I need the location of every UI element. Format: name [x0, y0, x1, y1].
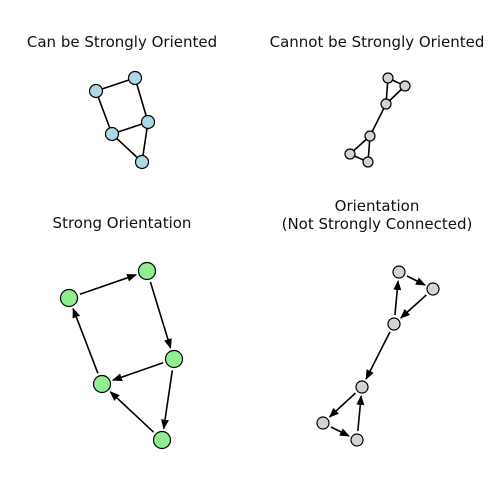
arc-p4-b2-b3 — [330, 426, 350, 437]
node-p1-c — [104, 126, 120, 142]
graph-p3 — [59, 261, 184, 450]
arc-p4-t3-b1 — [365, 331, 391, 380]
arc-p3-e-c — [109, 391, 155, 433]
node-p3-e — [152, 430, 172, 450]
node-p4-b3 — [350, 433, 364, 447]
node-p1-b — [127, 70, 143, 86]
arc-p3-d-c — [111, 362, 164, 382]
node-p3-b — [137, 261, 157, 281]
panel-title-not-strongly-orientable: Cannot be Strongly Oriented — [270, 33, 485, 51]
arc-p3-a-b — [79, 273, 138, 295]
graph-layer — [59, 70, 440, 450]
node-p1-d — [140, 114, 156, 130]
arc-p4-t1-t2 — [406, 275, 426, 286]
arc-p4-t2-t3 — [399, 294, 427, 319]
panel-subtitle-not-strongly-connected: (Not Strongly Connected) — [282, 215, 473, 233]
arc-p3-c-a — [72, 307, 99, 374]
edge-p1-b-d — [134, 77, 149, 123]
panel-title-orientation: Orientation — [335, 197, 420, 215]
node-p3-c — [92, 374, 112, 394]
node-p2-b2 — [344, 148, 356, 160]
node-p4-t2 — [426, 282, 440, 296]
arc-p4-t3-t1 — [393, 280, 402, 316]
edge-p2-t3-b1 — [369, 103, 387, 137]
arc-p4-b1-b2 — [328, 392, 356, 418]
node-p2-b1 — [364, 130, 376, 142]
node-p4-b1 — [355, 380, 369, 394]
panel-title-strongly-orientable: Can be Strongly Oriented — [27, 33, 217, 51]
graph-p2 — [344, 72, 411, 168]
node-p2-b3 — [362, 156, 374, 168]
arc-p3-d-e — [161, 370, 174, 430]
graph-p1 — [88, 70, 156, 170]
node-p2-t1 — [382, 72, 394, 84]
panel-title-strong-orientation: Strong Orientation — [53, 214, 192, 232]
node-p4-t3 — [387, 317, 401, 331]
edge-p1-c-a — [95, 90, 113, 135]
node-p3-a — [59, 288, 79, 308]
arc-p3-b-d — [149, 281, 172, 349]
node-p3-d — [164, 349, 184, 369]
node-p1-a — [88, 83, 104, 99]
node-p4-t1 — [392, 265, 406, 279]
node-p2-t2 — [399, 80, 411, 92]
node-p2-t3 — [380, 98, 392, 110]
graph-p4 — [316, 265, 440, 447]
node-p1-e — [134, 154, 150, 170]
arc-p4-b3-b1 — [356, 395, 365, 432]
node-p4-b2 — [316, 416, 330, 430]
